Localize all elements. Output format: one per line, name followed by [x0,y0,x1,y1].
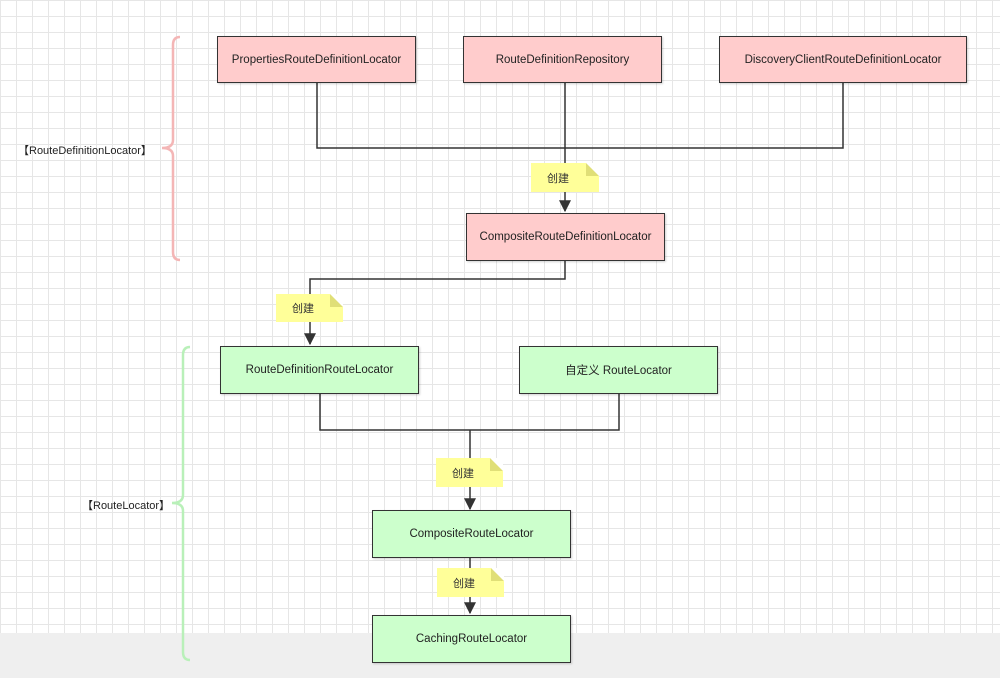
connector-definition-route-locator [319,394,470,431]
route-definition-bracket [161,35,181,262]
connector-properties [316,83,565,149]
create-note-1-text: 创建 [547,172,569,185]
caching-route-locator-node[interactable]: CachingRouteLocator [372,615,571,663]
note-fold-icon [330,294,343,307]
note-fold-icon [490,458,503,471]
properties-route-definition-locator-node[interactable]: PropertiesRouteDefinitionLocator [217,36,416,83]
create-note-2-text: 创建 [292,303,314,315]
route-locator-group-label: 【RouteLocator】 [82,500,171,512]
create-note-1: 创建 [531,163,599,192]
connector-composite-definition-arrow [304,261,566,346]
create-note-4: 创建 [437,568,504,597]
create-note-3-text: 创建 [452,467,474,480]
discovery-client-route-definition-locator-node[interactable]: DiscoveryClientRouteDefinitionLocator [719,36,967,83]
connector-discovery [565,83,844,149]
create-note-2: 创建 [276,294,343,322]
note-fold-icon [586,163,599,176]
composite-route-definition-locator-node[interactable]: CompositeRouteDefinitionLocator [466,213,665,261]
composite-route-locator-node[interactable]: CompositeRouteLocator [372,510,571,558]
route-definition-route-locator-node[interactable]: RouteDefinitionRouteLocator [220,346,419,394]
custom-route-locator-node[interactable]: 自定义 RouteLocator [519,346,718,394]
create-note-3: 创建 [436,458,503,487]
create-note-4-text: 创建 [453,577,475,590]
route-locator-bracket [171,345,191,662]
route-definition-locator-group-label: 【RouteDefinitionLocator】 [18,145,152,157]
note-fold-icon [491,568,504,581]
connector-custom-route-locator [470,394,620,431]
route-definition-repository-node[interactable]: RouteDefinitionRepository [463,36,662,83]
